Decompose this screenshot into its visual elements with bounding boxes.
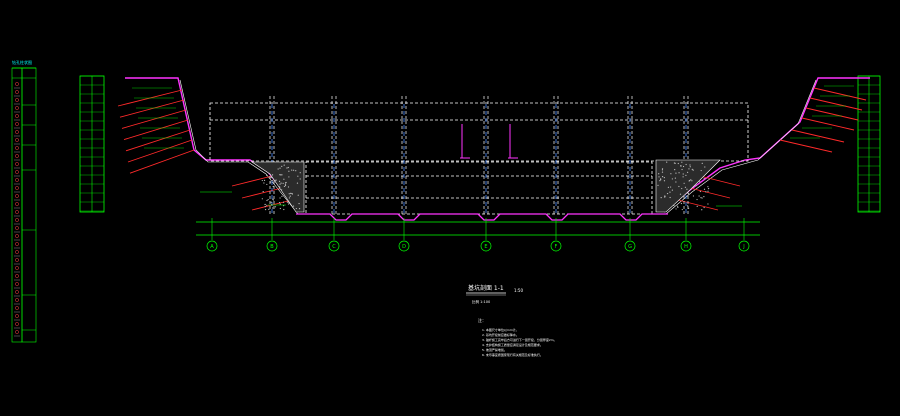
- soil-anchors: [117, 85, 867, 211]
- section-scale: 1:50: [514, 288, 523, 293]
- note-line: 6. 未尽事宜按国家现行有关规范及标准执行。: [482, 352, 543, 357]
- right-elevation-scale: [857, 75, 881, 213]
- note-line: 2. 基坑开挖前应做好降水。: [482, 332, 519, 337]
- note-line: 1. 本图尺寸单位以mm计。: [482, 327, 519, 332]
- rock-hatch-pattern-icon: [14, 82, 20, 337]
- axis-label: E: [484, 244, 487, 250]
- foundation-slab: [296, 213, 668, 221]
- general-notes: 注： 1. 本图尺寸单位以mm计。2. 基坑开挖前应做好降水。3. 锚杆施工完毕…: [478, 317, 557, 357]
- section-title: 基坑剖面 1-1: [468, 284, 504, 292]
- axis-label: H: [684, 244, 688, 250]
- basement-structure: [209, 102, 749, 215]
- note-line: 5. 坡顶严禁堆载。: [482, 347, 507, 352]
- left-elevation-scale: [79, 75, 105, 213]
- axis-label: D: [402, 244, 406, 250]
- note-line: 3. 锚杆施工完毕后方可进行下一层开挖，分层厚度2m。: [482, 337, 557, 342]
- section-subtitle: 比例 1:100: [472, 299, 490, 304]
- right-backfill: [655, 159, 721, 213]
- dimension-lines: [196, 221, 760, 236]
- ground-profile: [125, 77, 870, 215]
- axis-label: G: [628, 244, 632, 250]
- note-line: 4. 支护结构施工质量应满足设计及规范要求。: [482, 342, 543, 347]
- borehole-log: 钻孔柱状图: [11, 59, 37, 343]
- axis-label: F: [555, 244, 558, 250]
- axis-label: J: [742, 244, 744, 250]
- borehole-title: 钻孔柱状图: [12, 59, 32, 65]
- local-dimensions: [200, 191, 742, 207]
- structural-columns: [269, 96, 689, 214]
- axis-label: B: [270, 244, 274, 250]
- notes-heading: 注：: [478, 317, 486, 323]
- axis-label: A: [210, 244, 214, 250]
- left-backfill: [251, 161, 305, 213]
- section-markers: [460, 124, 518, 159]
- section-title-block: 基坑剖面 1-1 1:50 比例 1:100: [466, 284, 523, 304]
- axis-label: C: [332, 244, 336, 250]
